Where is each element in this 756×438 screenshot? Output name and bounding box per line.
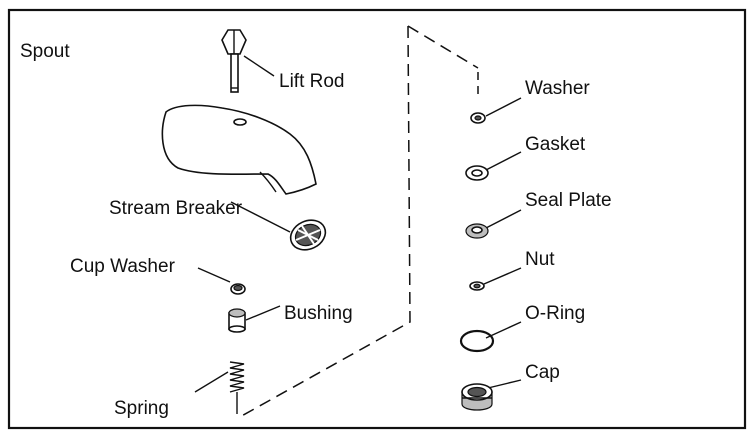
seal-plate-icon bbox=[465, 223, 489, 239]
stream-breaker-icon bbox=[289, 219, 327, 251]
label-cap: Cap bbox=[525, 362, 560, 383]
spring-icon bbox=[229, 361, 245, 414]
label-gasket: Gasket bbox=[525, 134, 586, 155]
assembly-dashed-line bbox=[237, 25, 479, 419]
label-cup-washer: Cup Washer bbox=[70, 256, 176, 277]
label-spout: Spout bbox=[20, 41, 70, 62]
label-bushing: Bushing bbox=[284, 303, 353, 324]
o-ring-icon bbox=[459, 329, 495, 353]
nut-icon bbox=[469, 281, 485, 291]
washer-icon bbox=[470, 112, 486, 124]
spout-icon bbox=[161, 104, 317, 195]
diagram-border bbox=[7, 8, 747, 430]
label-washer: Washer bbox=[525, 78, 590, 99]
bushing-icon bbox=[228, 308, 246, 333]
label-stream-breaker: Stream Breaker bbox=[109, 198, 243, 219]
label-lift-rod: Lift Rod bbox=[279, 71, 344, 92]
lift-rod-icon bbox=[221, 29, 247, 93]
leader-lines bbox=[194, 55, 522, 393]
cup-washer-icon bbox=[230, 283, 246, 295]
label-spring: Spring bbox=[114, 398, 169, 419]
gasket-icon bbox=[465, 165, 489, 181]
label-o-ring: O-Ring bbox=[525, 303, 585, 324]
label-nut: Nut bbox=[525, 249, 555, 270]
label-seal-plate: Seal Plate bbox=[525, 190, 612, 211]
cap-icon bbox=[461, 383, 493, 411]
